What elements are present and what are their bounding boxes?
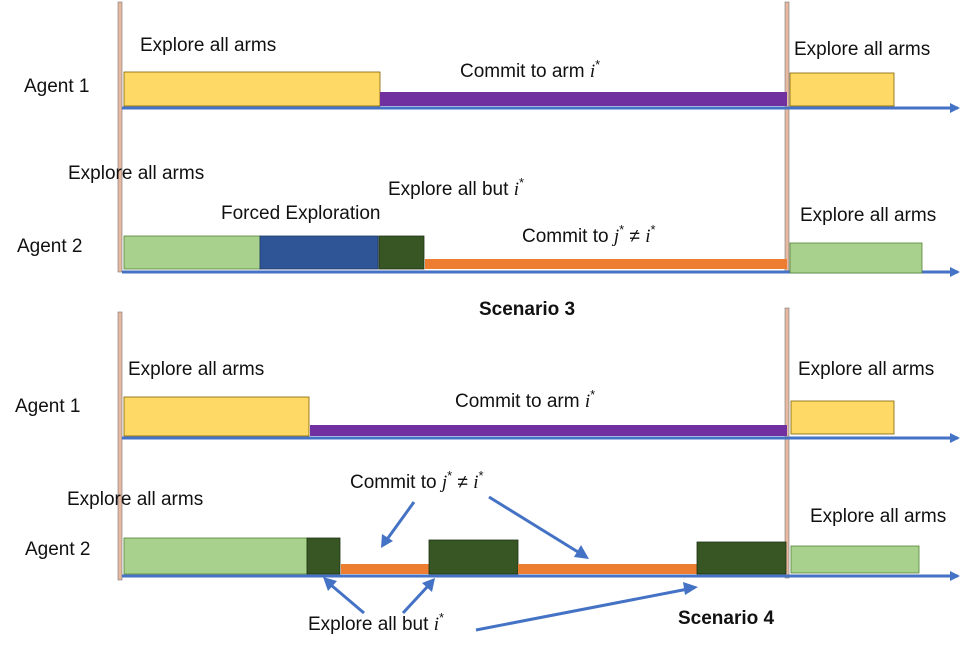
s4-agent2-explore-label: Explore all arms — [67, 489, 203, 510]
s3-agent2-forced-label: Forced Exploration — [221, 203, 380, 224]
s3-agent1-commit-label: Commit to arm i* — [460, 57, 600, 82]
s3-agent1-label: Agent 1 — [24, 76, 90, 97]
s4-agent2-explore-but-bar-3 — [696, 541, 787, 575]
arrow-commit-to-bar-1 — [386, 501, 416, 539]
arrow-explore-to-bar-1-head — [323, 577, 337, 591]
s4-agent1-commit-bar — [310, 425, 787, 436]
s4-left-divider — [117, 311, 123, 581]
s4-right-divider — [784, 307, 790, 579]
s3-agent2-explore-label: Explore all arms — [68, 163, 204, 184]
s3-agent2-explore-right-bar — [789, 242, 923, 274]
s4-agent2-explore-but-bar-1 — [306, 537, 341, 575]
scenario-4: Agent 1 Explore all arms Commit to arm i… — [15, 307, 960, 635]
s4-agent1-commit-label: Commit to arm i* — [455, 387, 595, 412]
s3-agent2-explore-but-bar — [378, 235, 425, 270]
s4-agent2-commit-bar-1 — [341, 564, 429, 574]
arrow-explore-to-bar-1 — [330, 583, 365, 615]
scenario-4-title: Scenario 4 — [678, 608, 775, 629]
s4-agent1-explore-right-label: Explore all arms — [798, 359, 934, 380]
s3-agent2-explore-but-label: Explore all but i* — [388, 175, 524, 200]
s4-agent1-explore-bar — [123, 396, 310, 437]
s4-agent2-explore-but-label: Explore all but i* — [308, 610, 444, 635]
s3-left-divider — [117, 1, 123, 273]
s3-agent1-explore-right-bar — [789, 72, 895, 107]
s4-agent2-explore-right-label: Explore all arms — [810, 506, 946, 527]
s4-agent2-commit-label: Commit to j* ≠ i* — [350, 468, 484, 493]
s4-callout-arrows — [323, 495, 698, 632]
s3-agent1-explore-right-label: Explore all arms — [794, 39, 930, 60]
s3-agent2-forced-bar — [259, 235, 379, 270]
s3-agent2-commit-bar — [425, 259, 787, 269]
s3-agent2-explore-right-label: Explore all arms — [800, 205, 936, 226]
s3-right-divider — [784, 1, 790, 273]
scenario-3-title: Scenario 3 — [479, 299, 575, 320]
arrow-commit-to-bar-2 — [488, 495, 579, 554]
s4-agent1-label: Agent 1 — [15, 396, 81, 417]
s4-agent2-label: Agent 2 — [25, 539, 91, 560]
s3-agent1-commit-bar — [380, 92, 787, 106]
arrow-explore-to-bar-3 — [475, 587, 689, 632]
s3-agent2-label: Agent 2 — [17, 236, 83, 257]
s4-agent2-commit-bar-2 — [518, 564, 697, 574]
s3-agent1-explore-bar — [123, 71, 381, 107]
arrow-commit-to-bar-2-head — [574, 545, 589, 559]
s4-agent1-explore-right-bar — [790, 400, 895, 435]
s4-agent2-explore-bar — [123, 537, 308, 575]
s4-agent2-explore-right-bar — [790, 545, 920, 574]
s3-agent2-explore-bar — [123, 235, 261, 270]
arrow-commit-to-bar-1-head — [381, 534, 393, 548]
arrow-explore-to-bar-3-head — [683, 582, 698, 595]
s3-agent1-explore-label: Explore all arms — [140, 35, 276, 56]
arrow-explore-to-bar-2 — [401, 584, 430, 615]
s4-agent1-explore-label: Explore all arms — [128, 359, 264, 380]
s4-agent2-explore-but-bar-2 — [428, 539, 519, 575]
scenario-3: Agent 1 Explore all arms Commit to arm i… — [17, 1, 960, 320]
s3-agent2-commit-label: Commit to j* ≠ i* — [522, 222, 656, 247]
arrow-explore-to-bar-2-head — [422, 578, 435, 592]
